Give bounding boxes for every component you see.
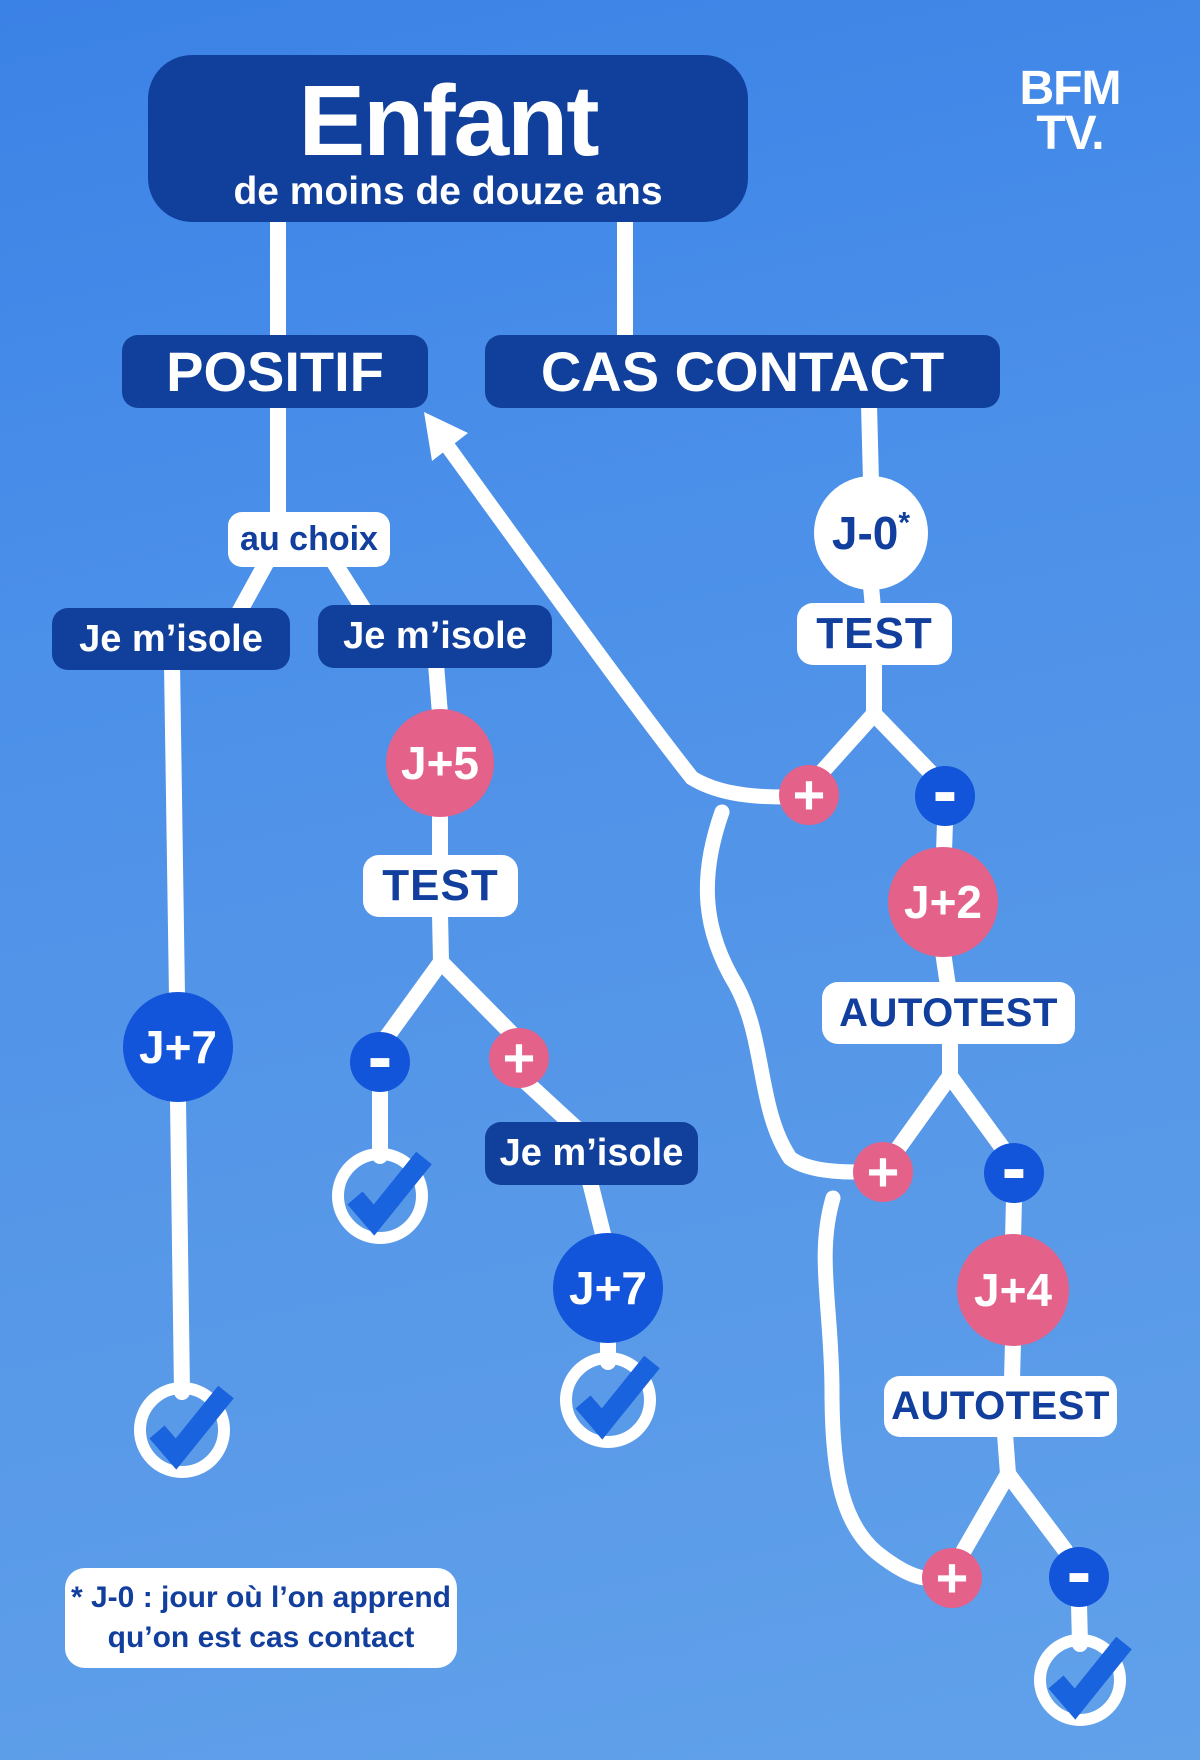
node-day7-left: J+7: [123, 992, 233, 1102]
check-icon: [332, 1148, 432, 1244]
footnote-line2: qu’on est cas contact: [107, 1621, 415, 1654]
day0-value: J-0: [831, 507, 899, 559]
node-day0: J-0*: [814, 476, 928, 590]
node-day4: J+4: [957, 1234, 1069, 1346]
check-icons: [134, 1148, 1132, 1726]
result-positive-icon: +: [489, 1028, 549, 1088]
arrow-to-positif-icon: [424, 412, 468, 461]
result-negative-icon: -: [350, 1020, 410, 1094]
node-au-choix: au choix: [228, 512, 390, 567]
page-subtitle: de moins de douze ans: [233, 170, 663, 214]
check-icon: [1034, 1634, 1132, 1726]
check-icon: [560, 1352, 660, 1448]
node-day5: J+5: [386, 709, 494, 817]
day0-footnote-marker: *: [898, 506, 911, 540]
connector-lines: [164, 204, 1088, 1652]
node-test-left: TEST: [363, 855, 518, 917]
node-isole-right: Je m’isole: [318, 605, 552, 668]
node-test-right: TEST: [797, 603, 952, 665]
check-icon: [134, 1382, 234, 1478]
footnote-line1: * J-0 : jour où l’on apprend: [70, 1580, 451, 1614]
positive-rail: [438, 436, 932, 1586]
node-isole-left: Je m’isole: [52, 608, 290, 670]
node-isole-mid: Je m’isole: [485, 1122, 698, 1185]
title-box: Enfant de moins de douze ans: [148, 55, 748, 222]
node-autotest-1: AUTOTEST: [822, 982, 1075, 1044]
node-day2: J+2: [888, 847, 998, 957]
result-negative-icon: -: [984, 1131, 1044, 1205]
result-negative-icon: -: [1049, 1535, 1109, 1609]
node-positif: POSITIF: [122, 335, 428, 408]
page-title: Enfant: [298, 65, 599, 178]
node-autotest-2: AUTOTEST: [884, 1376, 1117, 1437]
bfmtv-logo-line2: TV.: [1036, 107, 1104, 161]
day0-label: J-0*: [832, 506, 910, 560]
result-negative-icon: -: [915, 754, 975, 828]
node-cas-contact: CAS CONTACT: [485, 335, 1000, 408]
result-positive-icon: +: [853, 1142, 913, 1202]
node-day7-mid: J+7: [553, 1233, 663, 1343]
footnote-box: * J-0 : jour où l’on apprend qu’on est c…: [65, 1568, 457, 1668]
bfmtv-logo-line1: BFM: [1019, 62, 1122, 115]
result-positive-icon: +: [779, 765, 839, 825]
result-positive-icon: +: [922, 1548, 982, 1608]
bfmtv-logo: BFM TV.: [1000, 62, 1140, 161]
